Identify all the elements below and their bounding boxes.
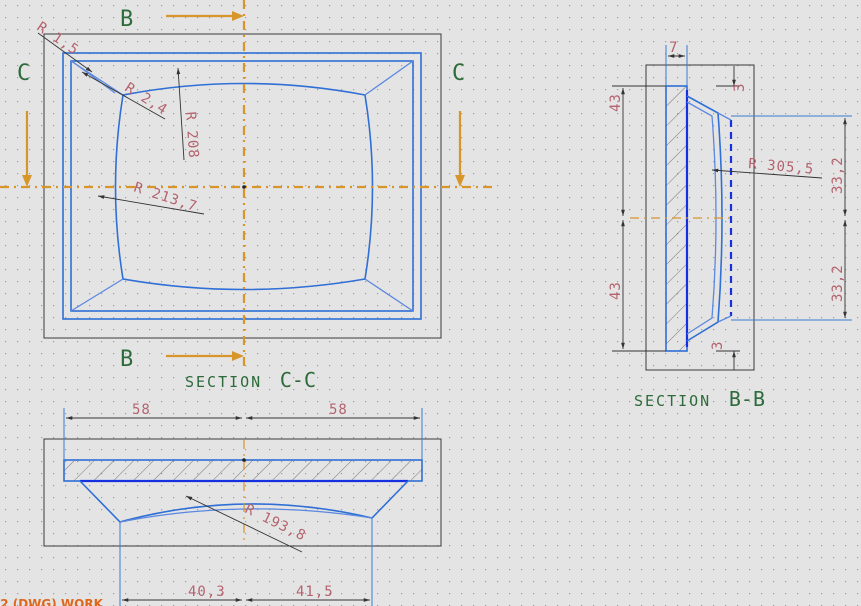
r-edge-top-label: R 208 <box>182 111 201 159</box>
height-top-label: 43 <box>608 93 624 112</box>
face-bottom-label: 33,2 <box>830 264 846 302</box>
r-corner-outer-leader <box>37 32 93 73</box>
section-cc-name: C-C <box>280 368 316 392</box>
front-center-point <box>242 458 246 462</box>
r-edge-top-leader <box>176 67 185 161</box>
wall-label: 7 <box>669 40 678 56</box>
r-corner-inner-leader <box>81 71 166 120</box>
r-face-leader <box>97 195 205 215</box>
cut-c-left-arrow <box>22 111 32 187</box>
section-bb-name: B-B <box>729 387 765 411</box>
gap-bottom-label: 3 <box>710 341 726 350</box>
cc-corner-inner-line <box>72 61 116 94</box>
cut-b-bottom-arrow <box>166 351 244 361</box>
status-bar-text: E2 (DWG) WORK <box>0 597 104 606</box>
section-bb-title: SECTION B-B <box>634 387 765 411</box>
bb-edge-lines <box>717 112 732 323</box>
cut-b-bottom-label: B <box>120 347 133 372</box>
gap-top-label: 3 <box>732 83 748 92</box>
front-hatched-body <box>63 459 423 482</box>
depth-right-label: 41,5 <box>296 584 334 600</box>
cut-c-left-label: C <box>17 61 30 86</box>
cut-b-top-arrow <box>166 11 244 21</box>
section-bb-prefix: SECTION <box>634 392 711 410</box>
cut-c-right-label: C <box>452 61 465 86</box>
r-side-leader <box>711 168 823 179</box>
section-bb-view[interactable]: 43 43 7 3 3 33,2 33,2 R 305,5 SECTION B-… <box>608 40 852 411</box>
cc-corner-lines <box>70 60 414 312</box>
height-bottom-label: 43 <box>608 281 624 300</box>
r-bottom-leader <box>185 495 303 553</box>
width-left-label: 58 <box>132 402 151 418</box>
face-top-label: 33,2 <box>830 156 846 194</box>
front-screen-profile <box>79 480 409 523</box>
section-cc-title: SECTION C-C <box>185 368 316 392</box>
cut-b-top-label: B <box>120 7 133 32</box>
r-side-label: R 305,5 <box>748 156 815 178</box>
section-cc-prefix: SECTION <box>185 373 262 391</box>
cut-c-right-arrow <box>455 111 465 187</box>
front-frame <box>43 438 442 547</box>
depth-left-label: 40,3 <box>188 584 226 600</box>
width-right-label: 58 <box>329 402 348 418</box>
cc-center-point <box>242 185 246 189</box>
front-screen-profile-inner <box>119 508 373 523</box>
